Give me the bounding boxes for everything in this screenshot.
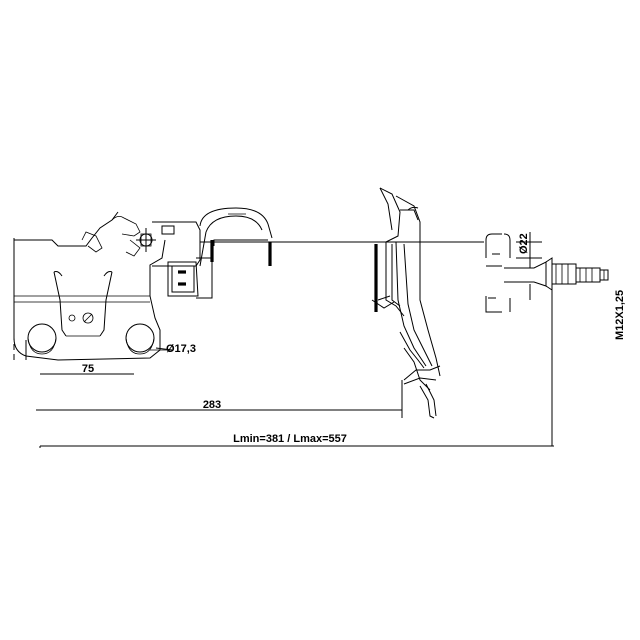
dim-hole-diameter: Ø17,3 (166, 343, 196, 355)
dim-rod-diameter: Ø22 (518, 233, 530, 254)
dimension-lines (13, 232, 554, 448)
dim-thread: M12X1,25 (614, 290, 626, 340)
rod-top (485, 233, 609, 313)
mounting-bracket (13, 211, 170, 361)
hose-holder (152, 207, 273, 299)
strut-body (371, 187, 441, 419)
cross-mark (136, 225, 175, 252)
strut-axis-line (13, 238, 484, 243)
dim-mount-length: 283 (203, 399, 221, 411)
dim-bracket-width: 75 (82, 363, 94, 375)
dim-length-range: Lmin=381 / Lmax=557 (233, 433, 347, 445)
